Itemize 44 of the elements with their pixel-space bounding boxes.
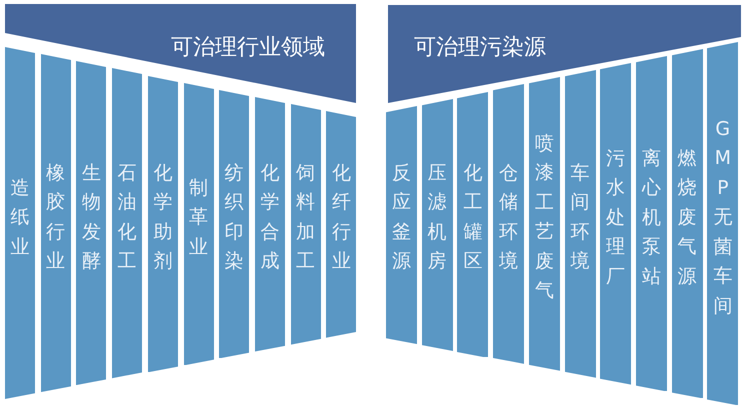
category-column (600, 62, 632, 385)
column-label: 饲料加工 (296, 161, 316, 274)
column-label: 纺织印染 (224, 161, 244, 274)
column-label: 制革业 (189, 176, 208, 260)
category-column (76, 61, 106, 386)
column-label: 造纸业 (10, 176, 30, 260)
column-label: 车间环境 (570, 161, 590, 274)
category-column (5, 47, 35, 399)
column-label: 化学合成 (260, 161, 280, 274)
category-column (112, 68, 142, 379)
column-label: GMP无菌车间 (713, 116, 732, 319)
category-column (457, 92, 488, 358)
column-label: 橡胶行业 (46, 161, 66, 274)
column-label: 离心机泵站 (642, 146, 661, 290)
category-column (148, 76, 178, 372)
column-label: 石油化工 (118, 161, 137, 274)
category-column (564, 70, 596, 378)
column-label: 压滤机房 (428, 161, 447, 274)
category-column (707, 42, 738, 405)
category-column (636, 56, 667, 392)
category-column (326, 111, 356, 338)
column-label: 反应釜源 (392, 161, 411, 274)
category-column (493, 84, 524, 364)
header-banner (388, 5, 741, 103)
category-column (386, 106, 417, 344)
category-column (219, 90, 250, 358)
category-column (528, 77, 560, 372)
column-label: 化工罐区 (463, 161, 482, 274)
category-column (422, 98, 453, 351)
column-label: 燃烧废气源 (678, 146, 697, 290)
column-label: 化纤行业 (332, 161, 351, 274)
banner-heading: 可治理污染源 (414, 34, 546, 62)
category-column (290, 104, 321, 345)
column-label: 仓储环境 (499, 161, 518, 274)
column-label: 生物发酵 (82, 161, 101, 274)
banner-heading: 可治理行业领域 (171, 34, 325, 62)
category-column (672, 48, 703, 398)
category-column (254, 96, 285, 352)
column-label: 喷漆工艺废气 (534, 132, 554, 304)
category-column (184, 82, 214, 366)
category-column (40, 54, 71, 392)
column-label: 化学助剂 (153, 161, 172, 274)
column-label: 污水处理厂 (606, 146, 626, 290)
header-banner (5, 4, 356, 103)
